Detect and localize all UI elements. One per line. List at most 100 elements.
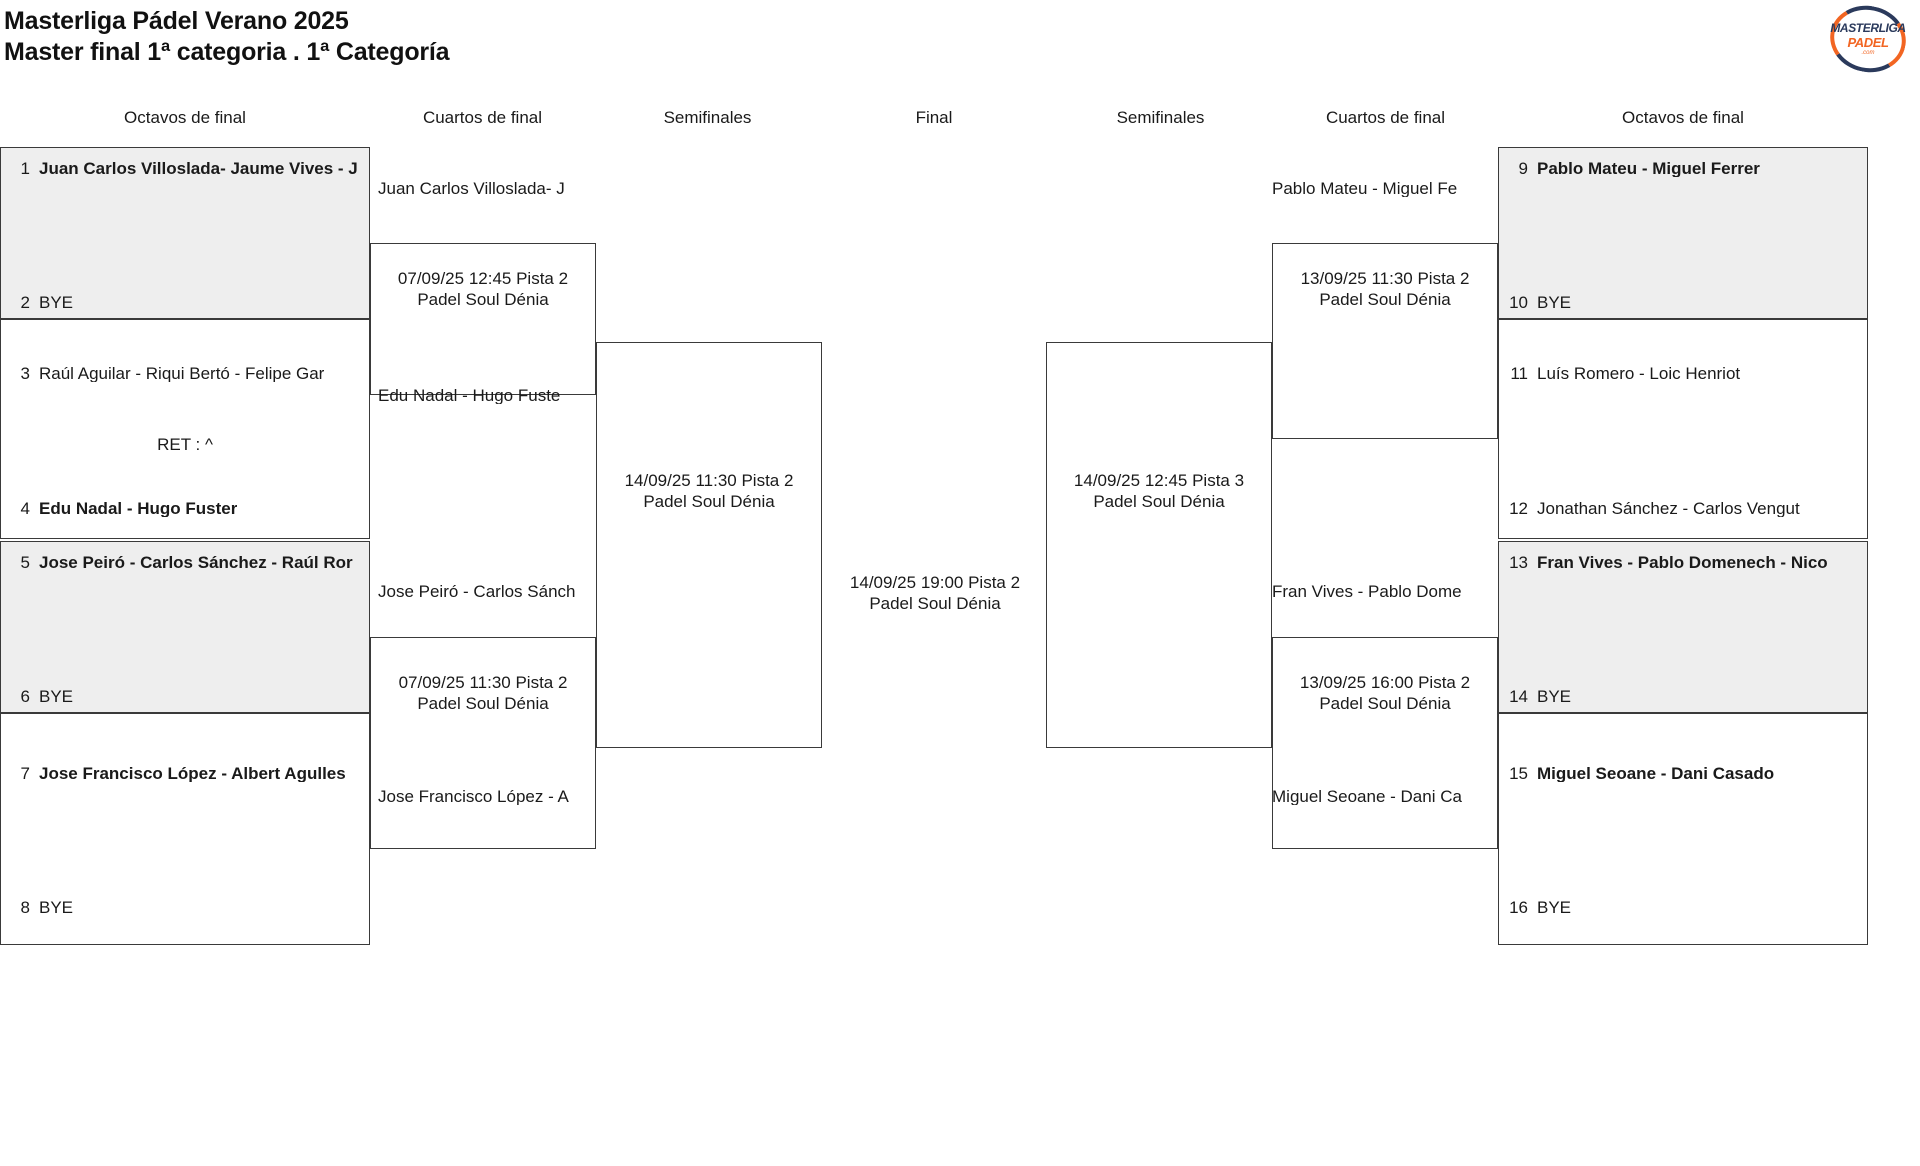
match-venue: Padel Soul Dénia xyxy=(1319,694,1451,714)
player-name: Fran Vives - Pablo Domenech - Nico xyxy=(1537,554,1828,571)
match-cell-right-octavos-4[interactable] xyxy=(1498,713,1868,945)
match-cell-left-cuartos-2[interactable] xyxy=(370,637,596,849)
match-venue: Padel Soul Dénia xyxy=(643,492,775,512)
match-cell-right-cuartos-2[interactable] xyxy=(1272,637,1498,849)
match-cell-left-octavos-4[interactable] xyxy=(0,713,370,945)
match-info-left-cuartos-1: 07/09/25 12:45 Pista 2 Padel Soul Dénia xyxy=(370,268,596,311)
advancer-right-cuartos-1-top: Pablo Mateu - Miguel Fe xyxy=(1272,180,1458,197)
match-info-final: 14/09/25 19:00 Pista 2 Padel Soul Dénia xyxy=(822,572,1048,615)
round-header-octavos-right: Octavos de final xyxy=(1622,108,1744,127)
seed-number: 3 xyxy=(20,365,30,382)
match-info-right-cuartos-1: 13/09/25 11:30 Pista 2 Padel Soul Dénia xyxy=(1272,268,1498,311)
round-header-cuartos-left: Cuartos de final xyxy=(422,108,543,127)
entry-seed-15[interactable]: 15 Miguel Seoane - Dani Casado xyxy=(1506,765,1864,782)
match-datetime: 14/09/25 12:45 Pista 3 xyxy=(1073,471,1245,490)
match-cell-right-octavos-1[interactable] xyxy=(1498,147,1868,319)
masterliga-padel-logo: MASTERLIGA PADEL .com xyxy=(1828,4,1908,74)
tournament-subtitle: Master final 1ª categoria . 1ª Categoría xyxy=(4,37,450,66)
entry-seed-12[interactable]: 12 Jonathan Sánchez - Carlos Vengut xyxy=(1506,500,1864,517)
entry-seed-1[interactable]: 1 Juan Carlos Villoslada- Jaume Vives - … xyxy=(8,160,366,177)
match-datetime: 14/09/25 19:00 Pista 2 xyxy=(849,573,1021,592)
seed-number: 4 xyxy=(20,500,30,517)
seed-number: 5 xyxy=(20,554,30,571)
match-cell-left-cuartos-1[interactable] xyxy=(370,243,596,395)
logo-top-text: MASTERLIGA xyxy=(1830,21,1906,35)
entry-seed-16[interactable]: 16 BYE xyxy=(1506,899,1864,916)
entry-seed-6[interactable]: 6 BYE xyxy=(8,688,366,705)
match-cell-right-octavos-2[interactable] xyxy=(1498,319,1868,539)
entry-seed-8[interactable]: 8 BYE xyxy=(8,899,366,916)
logo-bottom-text: PADEL xyxy=(1847,35,1889,50)
entry-seed-5[interactable]: 5 Jose Peiró - Carlos Sánchez - Raúl Ror xyxy=(8,554,366,571)
match-info-right-cuartos-2: 13/09/25 16:00 Pista 2 Padel Soul Dénia xyxy=(1272,672,1498,715)
logo-dotcom-text: .com xyxy=(1861,50,1875,56)
entry-seed-9[interactable]: 9 Pablo Mateu - Miguel Ferrer xyxy=(1506,160,1864,177)
match-datetime: 07/09/25 11:30 Pista 2 xyxy=(398,673,568,692)
round-header-cuartos-right: Cuartos de final xyxy=(1325,108,1446,127)
player-name: BYE xyxy=(39,294,74,311)
seed-number: 2 xyxy=(20,294,30,311)
match-datetime: 13/09/25 11:30 Pista 2 xyxy=(1300,269,1470,288)
player-name: Pablo Mateu - Miguel Ferrer xyxy=(1537,160,1760,177)
entry-seed-3[interactable]: 3 Raúl Aguilar - Riqui Bertó - Felipe Ga… xyxy=(8,365,366,382)
advancer-left-cuartos-1-bottom: Edu Nadal - Hugo Fuste xyxy=(378,387,561,404)
match-info-right-semifinal: 14/09/25 12:45 Pista 3 Padel Soul Dénia xyxy=(1046,470,1272,513)
advancer-left-cuartos-2-top: Jose Peiró - Carlos Sánch xyxy=(378,583,576,600)
player-name: BYE xyxy=(39,899,74,916)
round-header-semifinales-right: Semifinales xyxy=(1116,108,1205,127)
seed-number: 6 xyxy=(20,688,30,705)
advancer-right-cuartos-2-bottom: Miguel Seoane - Dani Ca xyxy=(1272,788,1462,805)
match-info-left-semifinal: 14/09/25 11:30 Pista 2 Padel Soul Dénia xyxy=(596,470,822,513)
match-cell-right-semifinal[interactable] xyxy=(1046,342,1272,748)
seed-number: 8 xyxy=(20,899,30,916)
entry-seed-11[interactable]: 11 Luís Romero - Loic Henriot xyxy=(1506,365,1864,382)
match-venue: Padel Soul Dénia xyxy=(869,594,1001,614)
match-venue: Padel Soul Dénia xyxy=(417,694,549,714)
seed-number: 14 xyxy=(1509,688,1528,705)
entry-seed-13[interactable]: 13 Fran Vives - Pablo Domenech - Nico xyxy=(1506,554,1864,571)
player-name: BYE xyxy=(1537,294,1572,311)
player-name: BYE xyxy=(1537,688,1572,705)
entry-seed-7[interactable]: 7 Jose Francisco López - Albert Agulles xyxy=(8,765,366,782)
round-header-octavos-left: Octavos de final xyxy=(124,108,246,127)
round-header-final: Final xyxy=(915,108,953,127)
match-cell-right-octavos-3[interactable] xyxy=(1498,541,1868,713)
match-venue: Padel Soul Dénia xyxy=(1319,290,1451,310)
entry-seed-4[interactable]: 4 Edu Nadal - Hugo Fuster xyxy=(8,500,366,517)
seed-number: 9 xyxy=(1518,160,1528,177)
tournament-title: Masterliga Pádel Verano 2025 xyxy=(4,7,349,35)
match-cell-left-semifinal[interactable] xyxy=(596,342,822,748)
player-name: Jose Peiró - Carlos Sánchez - Raúl Ror xyxy=(39,554,353,571)
match-cell-left-octavos-1[interactable] xyxy=(0,147,370,319)
seed-number: 7 xyxy=(20,765,30,782)
entry-seed-14[interactable]: 14 BYE xyxy=(1506,688,1864,705)
match-venue: Padel Soul Dénia xyxy=(1093,492,1225,512)
player-name: Jose Francisco López - Albert Agulles xyxy=(39,765,346,782)
advancer-left-cuartos-2-bottom: Jose Francisco López - A xyxy=(378,788,569,805)
match-datetime: 07/09/25 12:45 Pista 2 xyxy=(397,269,569,288)
seed-number: 11 xyxy=(1510,365,1528,382)
match-venue: Padel Soul Dénia xyxy=(417,290,549,310)
round-header-row: Octavos de final Cuartos de final Semifi… xyxy=(0,108,1920,132)
player-name: BYE xyxy=(1537,899,1572,916)
player-name: Jonathan Sánchez - Carlos Vengut xyxy=(1537,500,1800,517)
advancer-right-cuartos-2-top: Fran Vives - Pablo Dome xyxy=(1272,583,1462,600)
match-cell-left-octavos-2[interactable] xyxy=(0,319,370,539)
seed-number: 13 xyxy=(1509,554,1528,571)
player-name: BYE xyxy=(39,688,74,705)
player-name: Juan Carlos Villoslada- Jaume Vives - J xyxy=(39,160,358,177)
advancer-left-cuartos-1-top: Juan Carlos Villoslada- J xyxy=(378,180,565,197)
player-name: Luís Romero - Loic Henriot xyxy=(1537,365,1741,382)
logo-text-group: MASTERLIGA PADEL .com xyxy=(1830,21,1906,56)
entry-seed-2[interactable]: 2 BYE xyxy=(8,294,366,311)
seed-number: 12 xyxy=(1509,500,1528,517)
match-datetime: 14/09/25 11:30 Pista 2 xyxy=(624,471,794,490)
match-cell-right-cuartos-1[interactable] xyxy=(1272,243,1498,439)
seed-number: 16 xyxy=(1509,899,1528,916)
player-name: Miguel Seoane - Dani Casado xyxy=(1537,765,1775,782)
entry-seed-10[interactable]: 10 BYE xyxy=(1506,294,1864,311)
seed-number: 15 xyxy=(1509,765,1528,782)
match-cell-left-octavos-3[interactable] xyxy=(0,541,370,713)
seed-number: 1 xyxy=(20,160,30,177)
